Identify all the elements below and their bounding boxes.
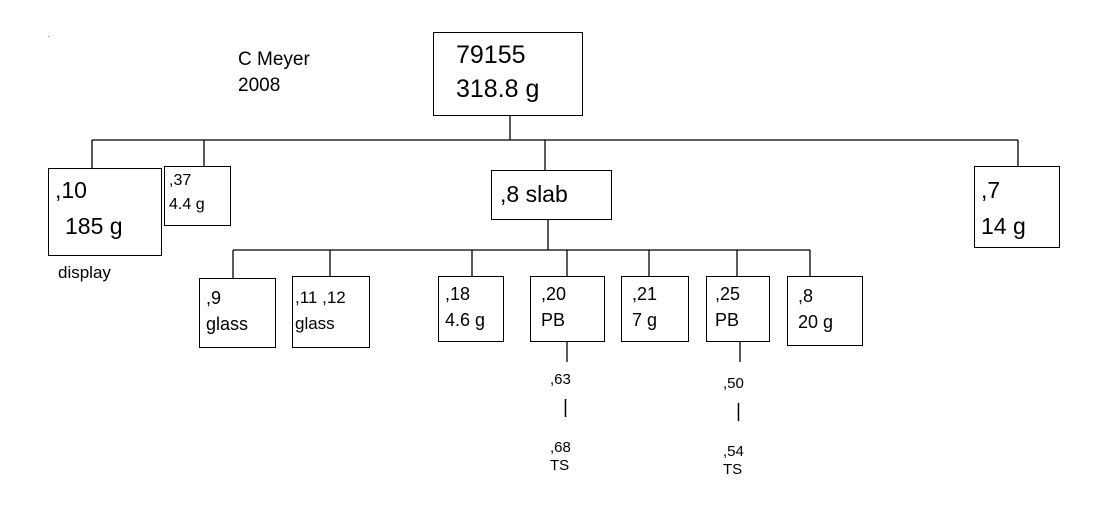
split-37-mass: 4.4 g xyxy=(169,196,205,213)
split-25-desc: PB xyxy=(715,310,740,330)
chain-20-second: ,68 xyxy=(550,439,571,456)
split-8-box: ,8 20 g xyxy=(787,276,863,346)
split-18-id: ,18 xyxy=(445,284,471,304)
split-21-mass: 7 g xyxy=(632,310,658,330)
chain-20-bar: | xyxy=(563,397,568,418)
root-mass: 318.8 g xyxy=(456,75,540,103)
split-10-mass: 185 g xyxy=(65,213,123,239)
author-year: 2008 xyxy=(238,75,281,96)
split-20-box: ,20 PB xyxy=(530,276,605,342)
split-11-id: ,11 ,12 xyxy=(295,288,346,307)
split-11-box: ,11 ,12 glass xyxy=(292,276,370,348)
author-name: C Meyer xyxy=(238,49,310,70)
split-8slab-label: ,8 slab xyxy=(500,181,568,207)
split-18-mass: 4.6 g xyxy=(445,310,486,330)
root-id: 79155 xyxy=(456,41,526,69)
split-10-note: display xyxy=(58,263,111,282)
chain-25-second: ,54 xyxy=(723,443,744,460)
split-9-box: ,9 glass xyxy=(199,278,276,348)
chain-25-bar: | xyxy=(736,401,741,422)
split-18-box: ,18 4.6 g xyxy=(438,276,504,342)
split-9-id: ,9 xyxy=(206,288,222,308)
split-10-box: ,10 185 g xyxy=(48,168,162,256)
split-20-id: ,20 xyxy=(541,284,567,304)
split-37-id: ,37 xyxy=(169,172,192,189)
split-37-box: ,37 4.4 g xyxy=(164,166,231,226)
stray-dot xyxy=(48,36,49,37)
chain-20-first: ,63 xyxy=(550,371,571,388)
split-8-id: ,8 xyxy=(798,286,814,306)
root-box: 79155 318.8 g xyxy=(433,32,583,116)
split-8-mass: 20 g xyxy=(798,312,834,332)
split-20-desc: PB xyxy=(541,310,566,330)
chain-25-first: ,50 xyxy=(723,375,744,392)
chain-20-second-desc: TS xyxy=(550,457,570,474)
split-25-box: ,25 PB xyxy=(706,276,770,342)
chain-25-second-desc: TS xyxy=(723,461,743,478)
split-21-id: ,21 xyxy=(632,284,658,304)
split-11-desc: glass xyxy=(295,314,335,333)
split-25-id: ,25 xyxy=(715,284,741,304)
split-8slab-box: ,8 slab xyxy=(491,170,612,220)
split-7-mass: 14 g xyxy=(981,213,1026,239)
split-7-id: ,7 xyxy=(981,177,1001,203)
split-10-id: ,10 xyxy=(55,177,87,203)
split-9-desc: glass xyxy=(206,314,249,334)
split-7-box: ,7 14 g xyxy=(974,166,1060,248)
split-21-box: ,21 7 g xyxy=(621,276,689,342)
